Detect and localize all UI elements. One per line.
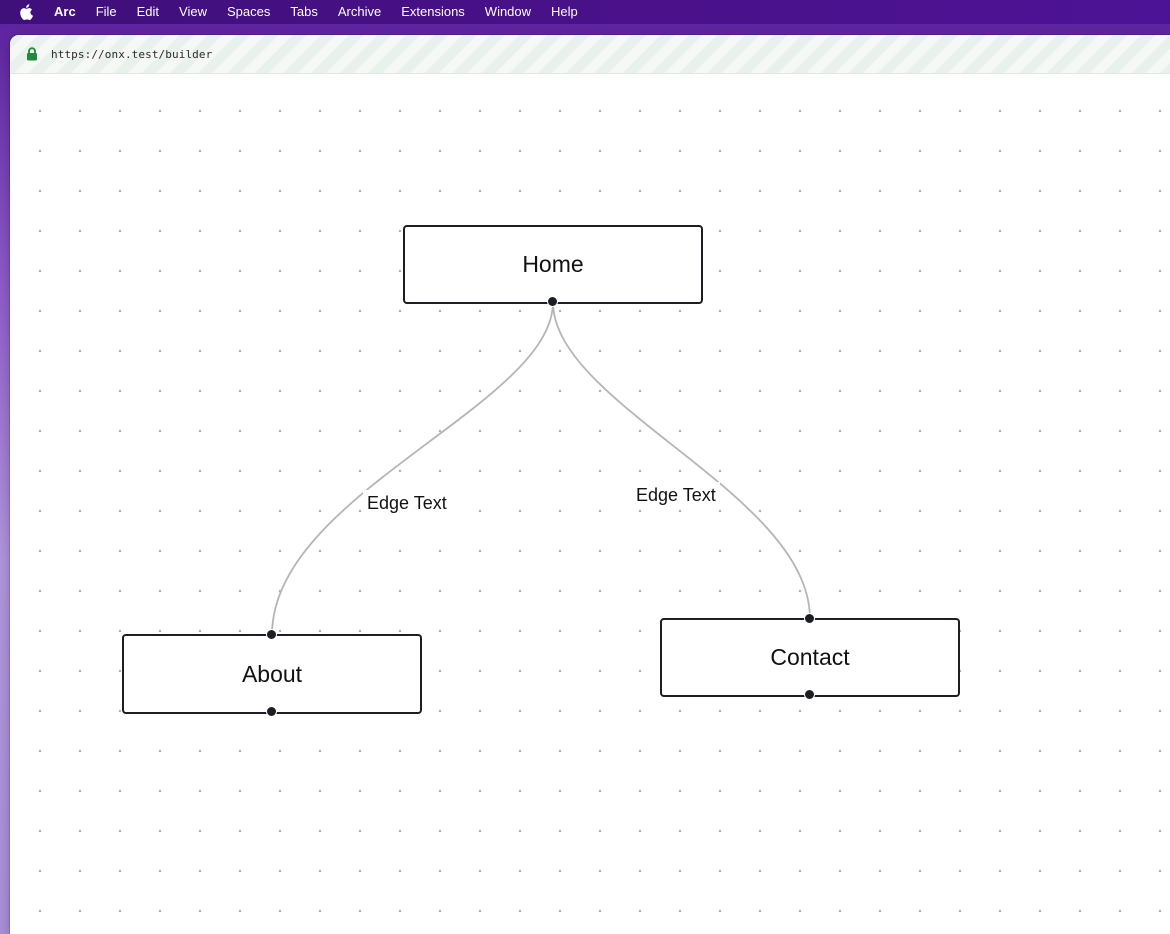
edge-home-about[interactable]: [271, 301, 554, 636]
node-about-label: About: [241, 660, 303, 687]
edge-home-contact[interactable]: [552, 301, 811, 620]
about-source-handle[interactable]: [266, 706, 277, 717]
menu-app-name[interactable]: Arc: [54, 4, 76, 19]
menu-help[interactable]: Help: [551, 4, 578, 19]
menu-bar: Arc File Edit View Spaces Tabs Archive E…: [0, 0, 1170, 24]
browser-window: https://onx.test/builder Home About Cont…: [10, 35, 1170, 934]
apple-icon[interactable]: [18, 4, 34, 20]
menu-edit[interactable]: Edit: [136, 4, 160, 19]
edges-layer: [271, 301, 811, 636]
menu-spaces[interactable]: Spaces: [227, 4, 271, 19]
lock-icon: [26, 47, 38, 61]
about-target-handle[interactable]: [266, 629, 277, 640]
menu-window[interactable]: Window: [484, 4, 532, 19]
flow-canvas[interactable]: Home About Contact Edge Text Edge Text: [10, 74, 1170, 934]
menu-extensions[interactable]: Extensions: [401, 4, 465, 19]
menu-file[interactable]: File: [95, 4, 117, 19]
edge-label-home-about[interactable]: Edge Text: [363, 490, 451, 517]
menu-archive[interactable]: Archive: [337, 4, 382, 19]
node-contact-label: Contact: [770, 644, 850, 670]
node-contact[interactable]: Contact: [660, 618, 960, 697]
node-home-label: Home: [522, 251, 584, 277]
url-text[interactable]: https://onx.test/builder: [51, 48, 213, 61]
url-bar[interactable]: https://onx.test/builder: [10, 35, 1170, 74]
contact-source-handle[interactable]: [804, 689, 815, 700]
contact-target-handle[interactable]: [804, 613, 815, 624]
node-home[interactable]: Home: [403, 225, 703, 304]
home-source-handle[interactable]: [547, 296, 558, 307]
node-about[interactable]: About: [122, 634, 422, 714]
edge-label-home-contact[interactable]: Edge Text: [632, 482, 720, 509]
menu-tabs[interactable]: Tabs: [290, 4, 318, 19]
menu-view[interactable]: View: [179, 4, 207, 19]
